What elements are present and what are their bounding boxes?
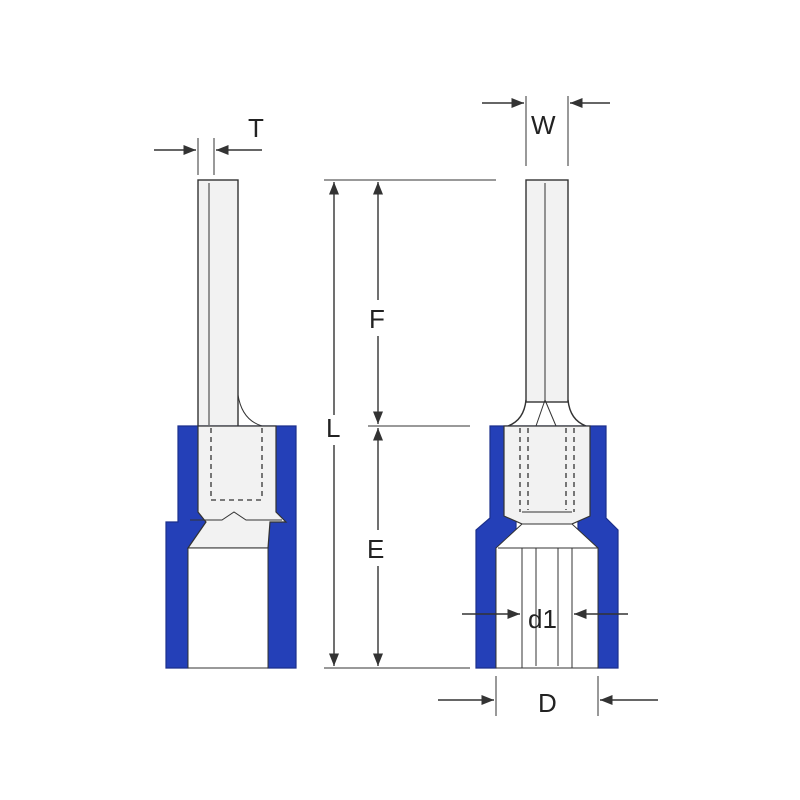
dimension-E: E [367, 428, 384, 666]
dimension-label-L: L [326, 413, 340, 443]
dimension-label-W: W [531, 110, 556, 140]
side-pin [197, 179, 239, 431]
front-view [475, 179, 619, 669]
front-pin [525, 179, 569, 403]
dimension-T: T [154, 113, 264, 175]
front-bore [495, 523, 599, 669]
dimension-W: W [482, 96, 610, 166]
side-bore [187, 547, 269, 669]
dimension-label-E: E [367, 534, 384, 564]
dimension-L: L [326, 182, 340, 666]
side-view [165, 179, 297, 669]
dimension-d1: d1 [462, 604, 628, 634]
dimension-F: F [369, 182, 385, 424]
dimension-label-d1: d1 [528, 604, 557, 634]
dimension-label-D: D [538, 688, 557, 718]
dimension-label-T: T [248, 113, 264, 143]
dimension-D: D [438, 676, 658, 718]
dimension-label-F: F [369, 304, 385, 334]
